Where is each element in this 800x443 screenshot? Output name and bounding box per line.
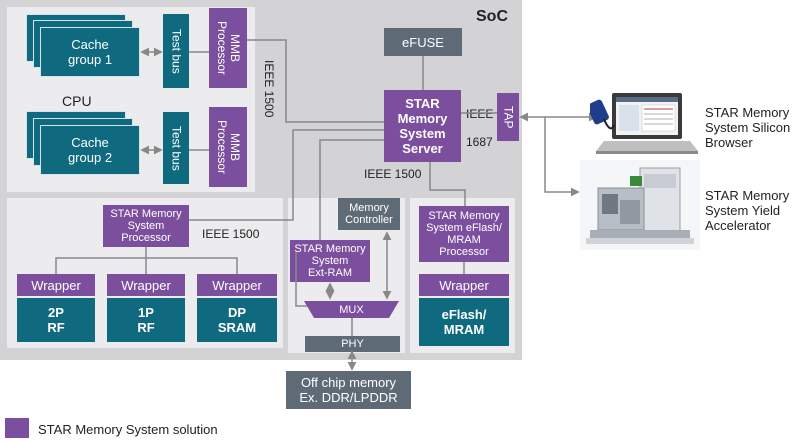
star-memory-system-ext-ram: STAR Memory System Ext-RAM [290,240,370,282]
wrapper-1p-rf: Wrapper [107,274,185,296]
yield-accelerator-label: STAR Memory System Yield Accelerator [705,188,790,233]
efuse-block: eFUSE [384,28,462,56]
cache-group-1: Cache group 1 [40,27,140,77]
yield-accelerator-icon [580,160,700,250]
server-left-processor-line [189,129,384,221]
mmb-processor-1: MMB Processor [209,8,247,88]
ieee-1500-left-label: IEEE 1500 [202,227,260,241]
phy-block: PHY [305,336,400,352]
wrapper-dp-sram: Wrapper [197,274,277,296]
proc-wrapper1-line [55,247,147,274]
cpu-label: CPU [62,93,92,109]
server-eflash-line [429,162,466,206]
cache-group-2: Cache group 2 [40,125,140,175]
memory-dp-sram: DP SRAM [197,298,277,342]
test-bus-1-label: Test bus [169,28,184,74]
soc-label: SoC [476,8,508,25]
proc-wrapper3-line [146,257,238,274]
memory-1p-rf: 1P RF [107,298,185,342]
bypass-mux-line [295,252,310,307]
star-memory-system-processor: STAR Memory System Processor [103,205,189,247]
ieee-1500-top-text: IEEE 1500 [262,60,276,118]
tap-accelerator-arrow [544,117,580,197]
silicon-browser-label: STAR Memory System Silicon Browser [705,105,791,150]
off-chip-memory: Off chip memory Ex. DDR/LPDDR [286,371,411,409]
star-memory-system-server: STAR Memory System Server [384,90,461,162]
ieee-1687-label: IEEE 1687 [466,107,494,149]
tap-block: TAP [497,93,519,141]
server-extram-line [319,139,384,240]
test-bus-2-label: Test bus [169,125,184,171]
memory-controller: Memory Controller [338,198,400,230]
test-bus-2: Test bus [163,112,189,184]
memory-eflash-mram: eFlash/ MRAM [419,298,509,346]
mmb1-server-line [247,39,384,123]
mmb-processor-1-label: MMB Processor [215,20,242,76]
tap-label: TAP [501,105,516,129]
memory-2p-rf: 2P RF [17,298,95,342]
legend-label: STAR Memory System solution [38,422,218,437]
laptop-icon [590,93,698,154]
ieee-1500-mid-label: IEEE 1500 [364,167,422,181]
mmb-processor-2: MMB Processor [209,107,247,187]
ieee-1500-top-label: IEEE 1500 [262,60,276,122]
wrapper-eflash-mram: Wrapper [419,274,509,296]
legend-swatch [5,418,29,438]
mmb-processor-2-label: MMB Processor [215,119,242,175]
wrapper-2p-rf: Wrapper [17,274,95,296]
mux-shape [304,301,399,318]
test-bus-1: Test bus [163,14,189,88]
star-memory-system-eflash-mram-processor: STAR Memory System eFlash/ MRAM Processo… [419,206,509,262]
mux-label: MUX [339,303,364,316]
